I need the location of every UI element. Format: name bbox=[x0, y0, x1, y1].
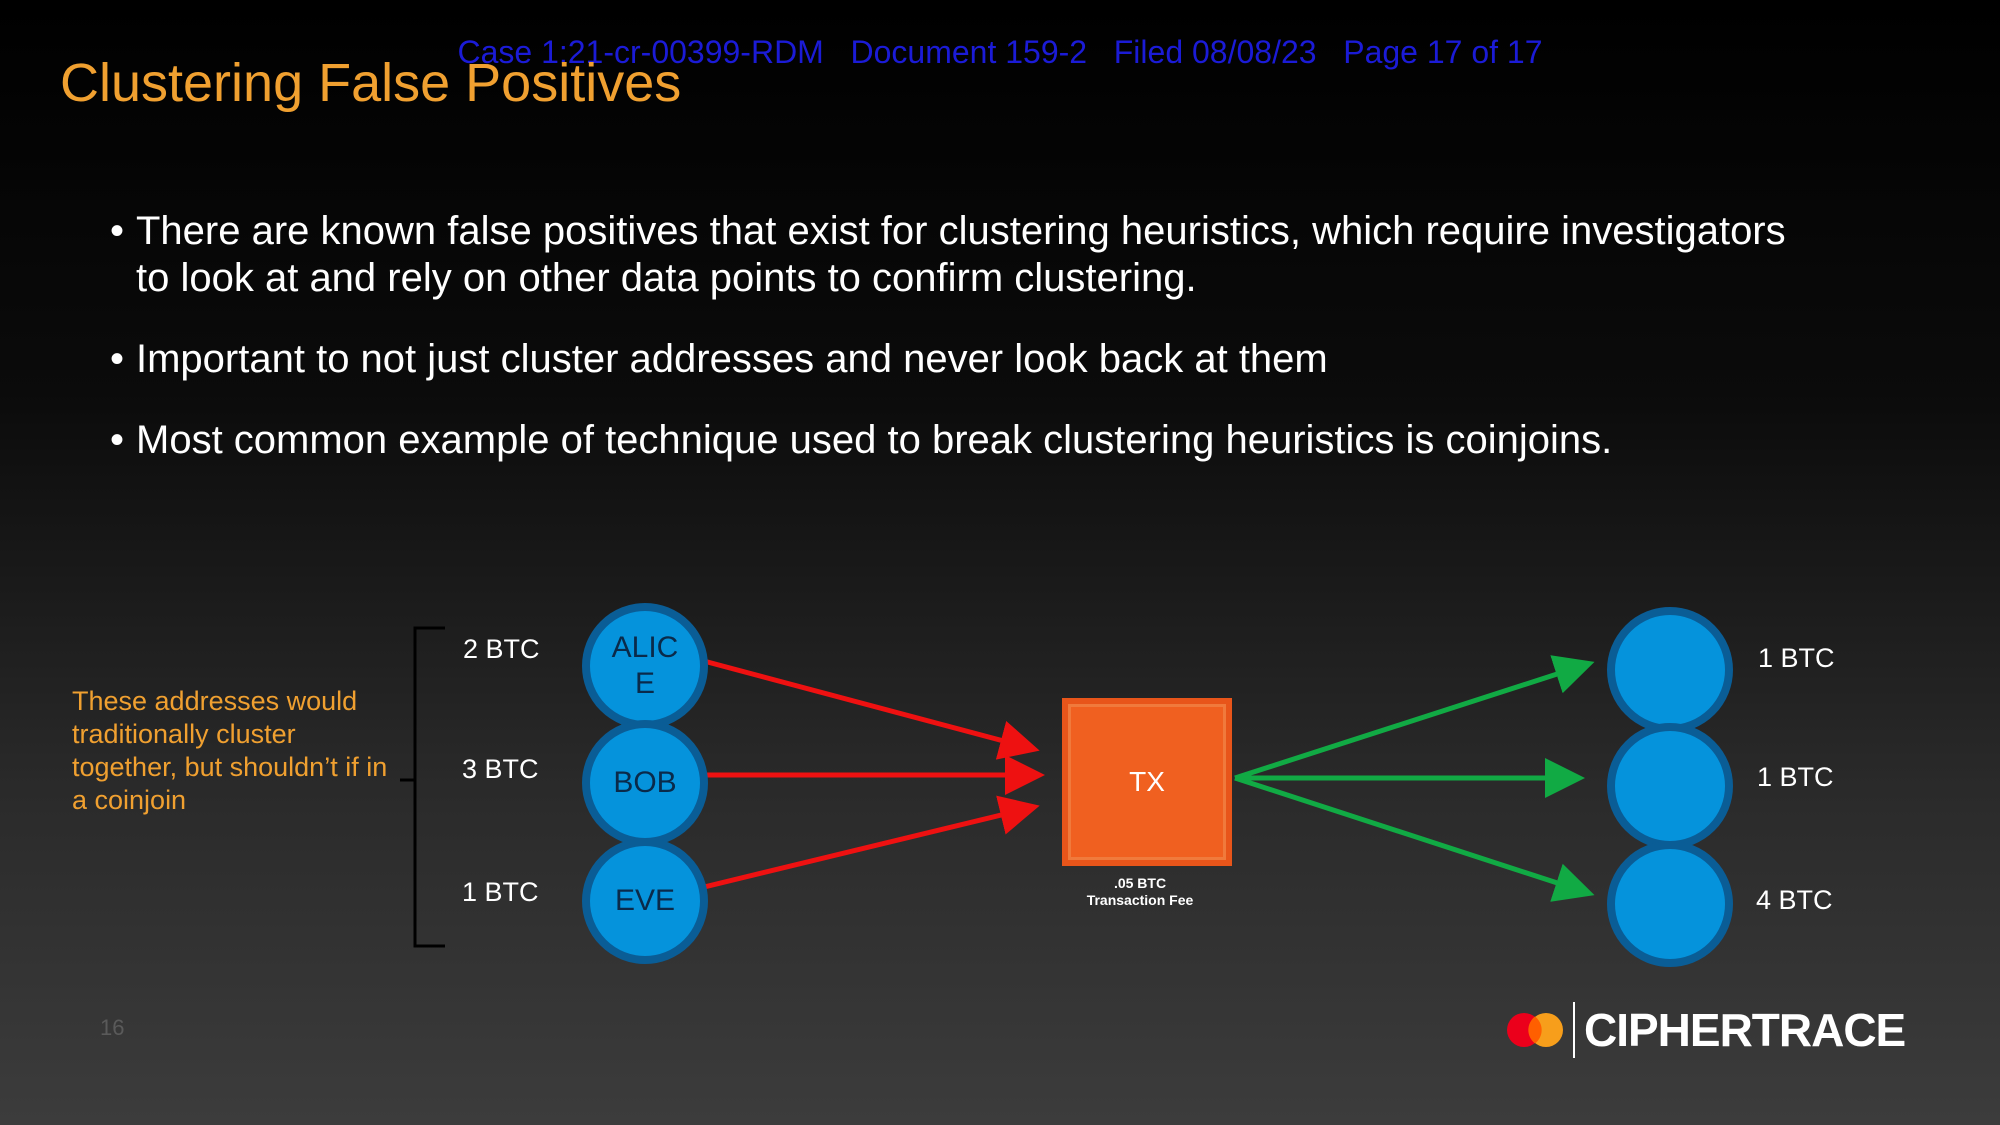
slide-title: Clustering False Positives bbox=[60, 53, 682, 113]
input-amount-label: 3 BTC bbox=[462, 754, 539, 784]
bullet-text: Important to not just cluster addresses … bbox=[136, 337, 1328, 381]
cluster-note: These addresses would traditionally clus… bbox=[72, 686, 388, 815]
input-arrow bbox=[699, 657, 1040, 760]
bullet-item: • Most common example of technique used … bbox=[110, 417, 1810, 464]
output-address-node bbox=[1607, 723, 1733, 849]
input-arrow bbox=[699, 795, 1040, 891]
page-number: 16 bbox=[100, 1015, 125, 1040]
output-amount-label: 4 BTC bbox=[1756, 885, 1833, 915]
grouping-brace bbox=[400, 626, 445, 948]
bullet-text: There are known false positives that exi… bbox=[136, 209, 1786, 300]
input-amount-label: 2 BTC bbox=[463, 634, 540, 664]
transaction-fee: .05 BTC Transaction Fee bbox=[1050, 875, 1230, 909]
output-amount-label: 1 BTC bbox=[1758, 643, 1835, 673]
mastercard-logo-icon bbox=[1507, 1013, 1563, 1047]
bullet-dot-icon: • bbox=[110, 337, 125, 381]
fee-amount: .05 BTC bbox=[1113, 875, 1167, 891]
bullet-item: • Important to not just cluster addresse… bbox=[110, 336, 1810, 383]
bullet-dot-icon: • bbox=[110, 418, 125, 462]
case-header-stamp: Case 1:21-cr-00399-RDM Document 159-2 Fi… bbox=[457, 34, 1543, 70]
transaction-label: TX bbox=[1129, 766, 1165, 797]
input-address-node-bob: BOB bbox=[582, 720, 708, 846]
brand-divider bbox=[1573, 1002, 1575, 1058]
output-address-node bbox=[1607, 841, 1733, 967]
bullet-item: • There are known false positives that e… bbox=[110, 208, 1810, 302]
input-amount-label: 1 BTC bbox=[462, 877, 539, 907]
fee-label: Transaction Fee bbox=[1086, 892, 1194, 908]
input-address-node-eve: EVE bbox=[582, 838, 708, 964]
transaction-box: TX bbox=[1062, 698, 1232, 866]
output-arrow bbox=[1234, 655, 1595, 781]
output-arrow bbox=[1234, 775, 1595, 902]
bullet-dot-icon: • bbox=[110, 209, 125, 253]
input-address-node-alice: ALIC E bbox=[582, 603, 708, 729]
output-amount-label: 1 BTC bbox=[1757, 762, 1834, 792]
bullet-text: Most common example of technique used to… bbox=[136, 418, 1613, 462]
output-address-node bbox=[1607, 607, 1733, 733]
ciphertrace-wordmark: CIPHERTRACE bbox=[1584, 1004, 1906, 1056]
